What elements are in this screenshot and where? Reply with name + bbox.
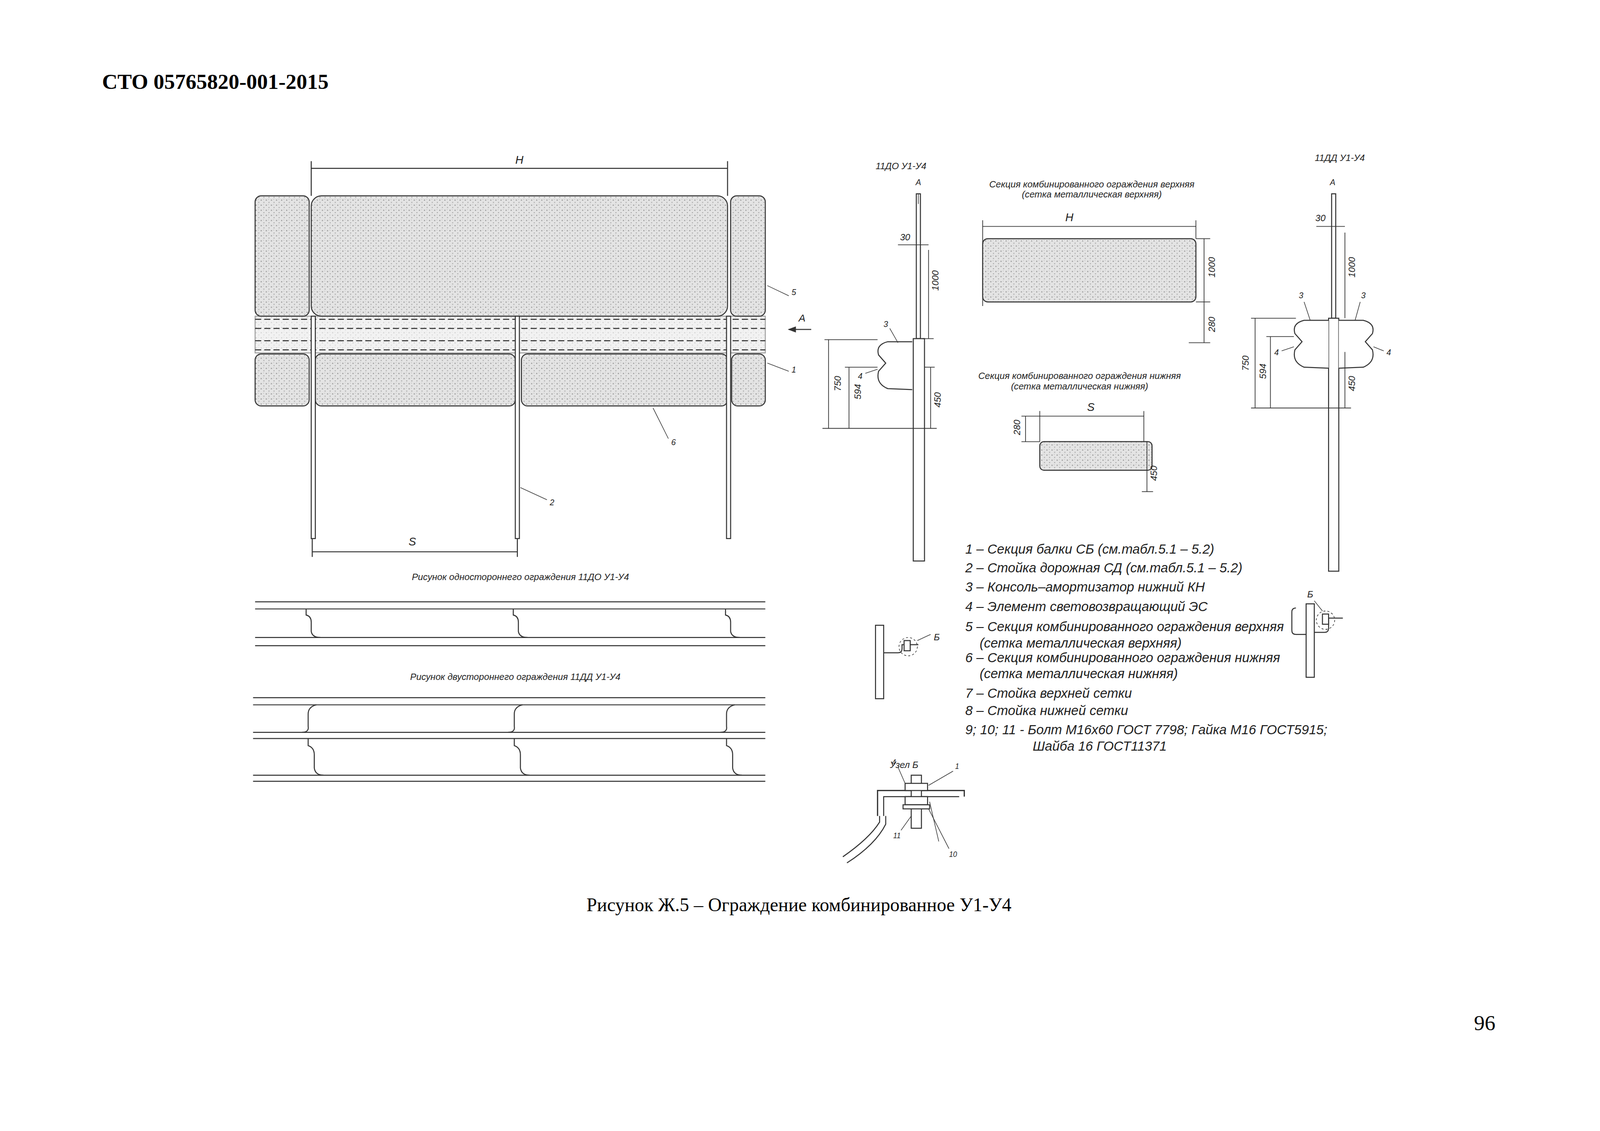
view-marker: А xyxy=(915,177,922,188)
dimension-label: 594 xyxy=(1257,363,1269,380)
detail-marker: Б xyxy=(1307,589,1314,600)
callout-number: 4 xyxy=(891,759,897,768)
callout-number: 11 xyxy=(893,832,901,841)
parts-list-item: 7 – Стойка верхней сетки xyxy=(965,685,1317,703)
callout-number: 3 xyxy=(883,319,888,330)
callout-number: 5 xyxy=(791,288,797,298)
callout-number: 1 xyxy=(791,365,797,376)
dimension-label: 30 xyxy=(900,232,911,244)
page-number: 96 xyxy=(1474,1011,1496,1036)
callout-number: 3 xyxy=(1298,291,1304,301)
view-title: Рисунок одностороннего ограждения 11ДО У… xyxy=(411,572,630,583)
dimension-label: 280 xyxy=(1011,419,1023,436)
callout-number: 4 xyxy=(1274,348,1279,359)
view-title: Рисунок двустороннего ограждения 11ДД У1… xyxy=(410,672,621,683)
parts-list-item: 6 – Секция комбинированного ограждения н… xyxy=(965,650,1317,683)
parts-list-item: 8 – Стойка нижней сетки xyxy=(965,703,1317,720)
callout-number: 6 xyxy=(671,437,676,448)
view-title: 11ДД У1-У4 xyxy=(1314,152,1366,164)
document-header: СТО 05765820-001-2015 xyxy=(102,69,329,94)
dimension-label: 750 xyxy=(832,375,844,392)
dimension-label: S xyxy=(1087,400,1095,414)
parts-list-item: 5 – Секция комбинированного ограждения в… xyxy=(965,619,1317,653)
parts-list-item: 2 – Стойка дорожная СД (см.табл.5.1 – 5.… xyxy=(965,560,1317,577)
dimension-label: H xyxy=(1065,210,1074,224)
dimension-label: 1000 xyxy=(1207,257,1218,278)
figure-caption: Рисунок Ж.5 – Ограждение комбинированное… xyxy=(586,895,1012,918)
parts-list-item: 3 – Консоль–амортизатор нижний КН xyxy=(965,579,1317,596)
callout-number: 4 xyxy=(857,371,863,382)
callout-number: 4 xyxy=(1386,348,1392,359)
dimension-label: 1000 xyxy=(1346,257,1358,278)
callout-number: 10 xyxy=(948,850,957,860)
section-title: Секция комбинированного ограждения нижня… xyxy=(969,370,1190,392)
dimension-label: 30 xyxy=(1315,213,1326,224)
dimension-label: 750 xyxy=(1240,355,1251,371)
view-marker: А xyxy=(798,312,806,325)
dimension-label: 594 xyxy=(852,384,864,400)
dimension-label: 450 xyxy=(932,392,944,408)
dimension-label: H xyxy=(515,153,524,167)
parts-list-item: 9; 10; 11 - Болт М16х60 ГОСТ 7798; Гайка… xyxy=(965,722,1370,756)
callout-number: 3 xyxy=(1360,291,1366,301)
dimension-label: 450 xyxy=(1346,375,1358,392)
parts-list-item: 4 – Элемент световозвращающий ЭС xyxy=(965,599,1317,616)
detail-marker: Б xyxy=(933,632,940,643)
callout-number: 2 xyxy=(549,498,555,508)
dimension-label: 450 xyxy=(1148,465,1160,482)
dimension-label: 280 xyxy=(1207,316,1218,333)
view-title: 11ДО У1-У4 xyxy=(875,161,927,172)
callout-number: 1 xyxy=(955,763,960,772)
section-title: Секция комбинированного ограждения верхн… xyxy=(982,179,1202,201)
dimension-label: S xyxy=(408,535,416,549)
parts-list-item: 1 – Секция балки СБ (см.табл.5.1 – 5.2) xyxy=(965,542,1317,559)
dimension-label: 1000 xyxy=(930,270,941,292)
view-marker: А xyxy=(1329,177,1336,188)
